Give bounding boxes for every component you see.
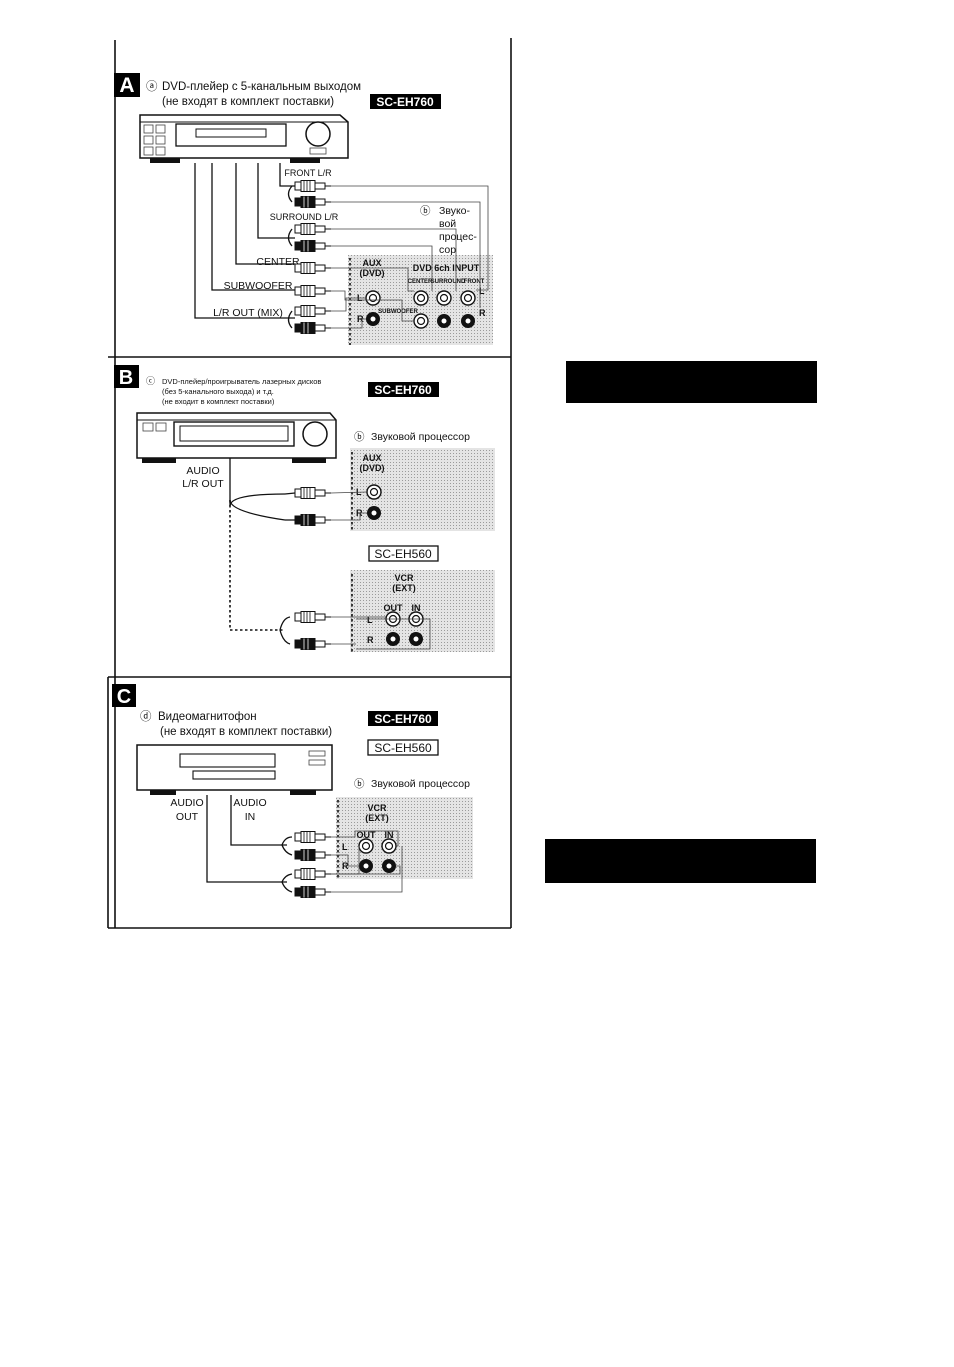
section-b-model-alt: SC-EH560	[374, 547, 432, 561]
section-c-model-alt: SC-EH560	[374, 741, 432, 755]
panel-c-vcr-label: VCR	[367, 803, 387, 813]
processor-panel-b-vcr: VCR (EXT) OUT IN L R	[350, 570, 495, 652]
output-front-label: FRONT L/R	[284, 168, 332, 178]
output-subwoofer-label: SUBWOOFER	[224, 280, 293, 292]
section-a-model: SC-EH760	[376, 95, 434, 109]
plugs-b-vcr	[294, 611, 332, 650]
panel-aux-label: AUX	[362, 258, 381, 268]
section-b-processor-label: Звуковой процессор	[371, 431, 470, 443]
section-c-processor-label: Звуковой процессор	[371, 778, 470, 790]
section-b-device-line2: (без 5-канального выхода) и т.д.	[162, 387, 274, 396]
panel-center-jack-label: CENTER	[408, 279, 433, 285]
panel-c-left-channel: L	[342, 842, 348, 852]
panel-b-aux-sub: (DVD)	[360, 463, 385, 473]
panel-c-right-channel: R	[342, 861, 349, 871]
plugs-b-aux	[284, 487, 332, 526]
section-a-badge: A	[114, 73, 140, 97]
panel-6ch-label: DVD 6ch INPUT	[413, 263, 480, 273]
panel-surround-jack-label: SURROUND	[431, 279, 466, 285]
processor-panel-b-aux: AUX (DVD) L R	[350, 448, 495, 531]
page-frame	[107, 38, 512, 929]
section-b-device-marker: ⓒ	[146, 376, 155, 386]
audio-out-sub: OUT	[176, 811, 199, 823]
section-c-device-line1: Видеомагнитофон	[158, 711, 257, 723]
vcr-device	[136, 744, 333, 795]
section-c-processor-marker: ⓑ	[354, 778, 365, 790]
section-c: C ⓓ Видеомагнитофон (не входят в комплек…	[112, 684, 473, 898]
panel-front-jack-label: FRONT	[464, 279, 485, 285]
panel-c-out-label: OUT	[357, 830, 377, 840]
panel-b-vcr-left: L	[367, 615, 373, 625]
panel-b-vcr-sub: (EXT)	[392, 583, 416, 593]
section-c-letter: C	[117, 686, 131, 708]
panel-b-aux-label: AUX	[362, 453, 381, 463]
section-a: A ⓐ DVD-плейер с 5-канальным выходом (не…	[114, 73, 493, 345]
panel-b-vcr-right: R	[367, 635, 374, 645]
black-bar-top	[566, 361, 817, 403]
section-a-processor-marker: ⓑ	[420, 205, 431, 217]
audio-in-label: AUDIO	[233, 797, 266, 809]
plugs-mix	[287, 305, 332, 334]
panel-b-out-label: OUT	[384, 603, 404, 613]
section-a-device-marker: ⓐ	[146, 80, 158, 93]
section-c-device-line2: (не входят в комплект поставки)	[160, 726, 332, 738]
section-b-audio-label: AUDIO	[186, 465, 219, 477]
panel-subwoofer-jack-label: SUBWOOFER	[378, 309, 418, 315]
panel-c-in-label: IN	[385, 830, 394, 840]
section-b-badge: B	[114, 365, 139, 389]
panel-aux-sub: (DVD)	[360, 268, 385, 278]
panel-b-in-label: IN	[412, 603, 421, 613]
processor-label-line3: процес-	[439, 231, 477, 243]
section-b-device-line3: (не входит в комплект поставки)	[162, 397, 275, 406]
processor-label-line4: сор	[439, 244, 456, 256]
plug-subwoofer	[294, 285, 332, 297]
processor-label-line1: Звуко-	[439, 205, 470, 217]
plugs-c	[294, 831, 332, 898]
section-b-letter: B	[119, 367, 133, 389]
section-b-device-line1: DVD-плейер/проигрыватель лазерных дисков	[162, 377, 321, 386]
output-mix-label: L/R OUT (MIX)	[213, 307, 283, 319]
dvd-ld-player	[136, 412, 337, 463]
section-b-out-label: L/R OUT	[182, 478, 224, 490]
panel-a-right-channel: R	[357, 314, 364, 324]
panel-b-right-channel: R	[356, 508, 363, 518]
output-surround-label: SURROUND L/R	[270, 212, 339, 222]
processor-panel-c: VCR (EXT) OUT IN L R	[336, 797, 473, 879]
panel-a-front-left: L	[479, 286, 485, 296]
section-b: B ⓒ DVD-плейер/проигрыватель лазерных ди…	[114, 365, 495, 652]
section-a-device-line1: DVD-плейер с 5-канальным выходом	[162, 81, 361, 93]
plugs-surround	[287, 223, 332, 252]
plugs-front	[287, 180, 332, 208]
section-c-badge: C	[112, 684, 136, 708]
audio-in-sub: IN	[245, 811, 256, 823]
panel-b-vcr-label: VCR	[394, 573, 414, 583]
output-center-label: CENTER	[256, 256, 300, 268]
black-bar-bottom	[545, 839, 816, 883]
section-c-model: SC-EH760	[374, 712, 432, 726]
section-b-processor-marker: ⓑ	[354, 431, 365, 443]
section-a-model-badge: SC-EH760	[370, 94, 441, 109]
section-b-model-badge: SC-EH760	[368, 382, 439, 397]
plug-center	[294, 262, 332, 274]
section-b-model-alt-badge: SC-EH560	[368, 545, 439, 562]
section-c-device-marker: ⓓ	[140, 710, 152, 723]
section-b-model: SC-EH760	[374, 383, 432, 397]
section-a-letter: A	[119, 74, 134, 97]
processor-label-line2: вой	[439, 218, 456, 230]
section-c-model-alt-badge: SC-EH560	[367, 739, 439, 756]
panel-a-front-right: R	[479, 308, 486, 318]
panel-c-vcr-sub: (EXT)	[365, 813, 389, 823]
dvd-5ch-player	[139, 114, 349, 163]
section-a-device-line2: (не входят в комплект поставки)	[162, 96, 334, 108]
section-c-model-badge: SC-EH760	[368, 711, 438, 726]
audio-out-label: AUDIO	[170, 797, 203, 809]
